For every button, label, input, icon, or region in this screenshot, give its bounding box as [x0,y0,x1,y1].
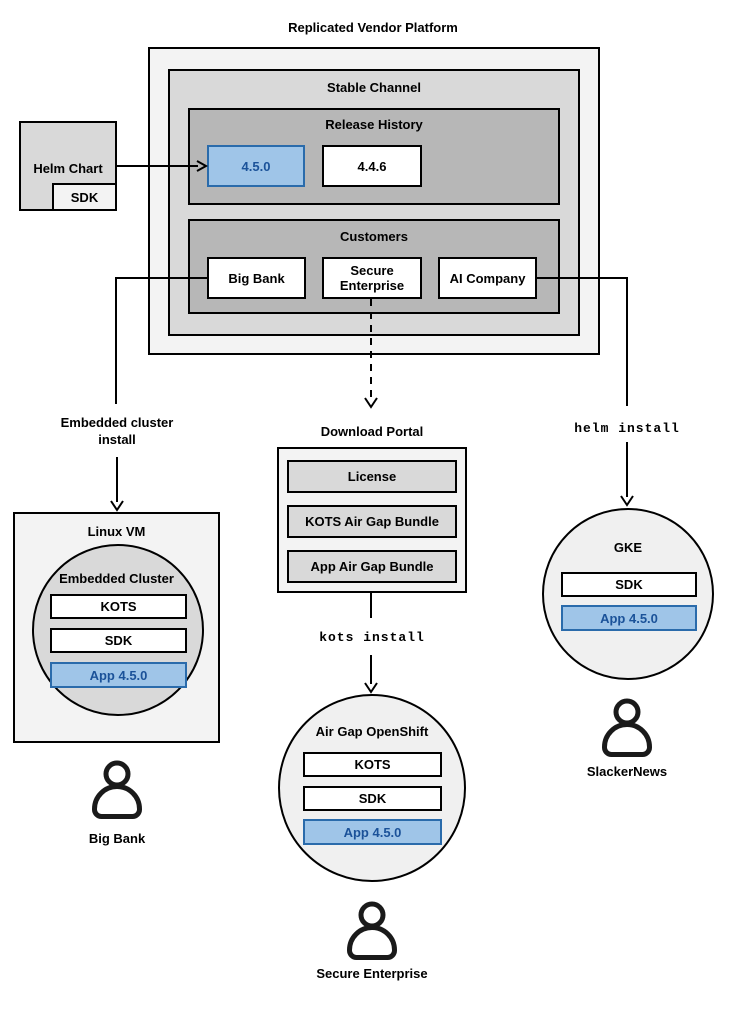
customer-node-ai-company: AI Company [438,257,537,299]
big-bank-user-icon [92,760,142,819]
release-history-label: Release History [325,117,423,132]
stable-channel-box: Stable Channel Release History 4.5.0 4.4… [168,69,580,336]
gke-sdk-box: SDK [561,572,697,597]
download-portal-box: License KOTS Air Gap Bundle App Air Gap … [277,447,467,593]
diagram-title: Replicated Vendor Platform [288,20,458,35]
customer-node-secure-enterprise: Secure Enterprise [322,257,422,299]
linux-vm-label: Linux VM [87,524,146,539]
secure-enterprise-user-label: Secure Enterprise [316,966,428,981]
embedded-cluster-label: Embedded Cluster [59,571,174,586]
embedded-kots-box: KOTS [50,594,187,619]
customer-node-big-bank: Big Bank [207,257,306,299]
gke-app-box: App 4.5.0 [561,605,697,631]
release-node-4-4-6: 4.4.6 [322,145,422,187]
customers-box: Customers Big Bank Secure Enterprise AI … [188,219,560,314]
linux-vm-box: Linux VM Embedded Cluster KOTS SDK App 4… [13,512,220,743]
embedded-sdk-box: SDK [50,628,187,653]
airgap-openshift-label: Air Gap OpenShift [315,724,429,739]
customers-label: Customers [340,229,408,244]
kots-install-label: kots install [319,630,425,645]
license-box: License [287,460,457,493]
gke-circle: GKE SDK App 4.5.0 [542,508,714,680]
airgap-app-box: App 4.5.0 [303,819,442,845]
vendor-platform-box: Stable Channel Release History 4.5.0 4.4… [148,47,600,355]
big-bank-user-label: Big Bank [88,831,146,846]
secure-enterprise-user-icon [347,901,397,960]
gke-label: GKE [613,540,643,555]
download-portal-label: Download Portal [320,424,424,439]
kots-airgap-bundle-box: KOTS Air Gap Bundle [287,505,457,538]
embedded-install-label: Embedded cluster install [60,415,174,447]
release-node-4-5-0: 4.5.0 [207,145,305,187]
slackernews-user-icon [602,698,652,757]
stable-channel-label: Stable Channel [327,80,421,95]
embedded-app-box: App 4.5.0 [50,662,187,688]
release-history-box: Release History 4.5.0 4.4.6 [188,108,560,205]
helm-install-label: helm install [574,421,680,436]
app-airgap-bundle-box: App Air Gap Bundle [287,550,457,583]
helm-chart-label: Helm Chart [33,161,103,176]
airgap-openshift-circle: Air Gap OpenShift KOTS SDK App 4.5.0 [278,694,466,882]
slackernews-user-label: SlackerNews [586,764,668,779]
helm-chart-box: Helm Chart SDK [19,121,117,211]
helm-chart-sdk-box: SDK [52,183,117,211]
airgap-sdk-box: SDK [303,786,442,811]
airgap-kots-box: KOTS [303,752,442,777]
